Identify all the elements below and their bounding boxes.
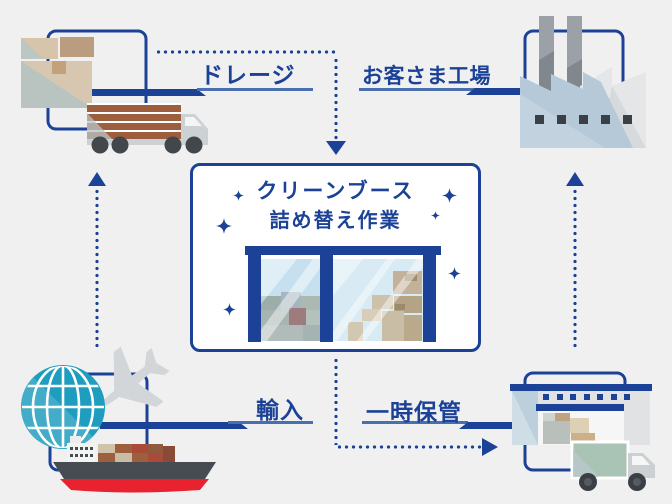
sparkle-icon — [216, 218, 232, 234]
booth-title-line2: 詰め替え作業 — [269, 210, 402, 232]
booth-title-line1: クリーンブース — [256, 180, 415, 203]
clean-booth-card: クリーンブース 詰め替え作業 — [190, 163, 481, 352]
customer-factory-label: お客さま工場 — [362, 65, 491, 88]
storage-line-thick — [459, 422, 512, 429]
import-line-thick — [100, 422, 248, 429]
sparkle-icon — [442, 188, 457, 203]
factory-line-thin — [359, 88, 493, 91]
sparkle-icon — [223, 303, 236, 316]
import-line-thin — [228, 421, 313, 424]
clean-booth-glass-icon — [245, 246, 441, 342]
temporary-storage-label: 一時保管 — [366, 399, 462, 425]
sparkle-icon — [431, 211, 440, 220]
drayage-label: ドレージ — [200, 62, 296, 88]
arrow-up-right-icon — [566, 172, 584, 186]
dotted-path-top-horizontal — [155, 50, 336, 54]
factory-icon — [520, 16, 646, 148]
cargo-boxes-truck-icon — [21, 29, 208, 154]
dotted-path-bottom-horizontal — [336, 445, 482, 449]
drayage-line-thick — [92, 89, 206, 96]
arrow-down-icon — [326, 141, 346, 155]
sparkle-icon — [233, 190, 244, 201]
arrow-up-left-icon — [88, 172, 106, 186]
arrow-right-icon — [482, 438, 498, 456]
warehouse-delivery-truck-icon — [510, 371, 655, 491]
dotted-path-right-vertical — [573, 188, 577, 348]
dotted-path-bottom-vertical — [334, 357, 338, 445]
dotted-path-top-vertical — [334, 57, 338, 140]
globe-airplane-cargo-ship-icon — [20, 346, 216, 493]
storage-line-thin — [362, 421, 468, 424]
factory-line-thick — [466, 88, 522, 95]
sparkle-icon — [448, 267, 461, 280]
drayage-line-thin — [197, 88, 313, 91]
import-label: 輸入 — [256, 397, 304, 423]
dotted-path-left-vertical — [95, 188, 99, 348]
